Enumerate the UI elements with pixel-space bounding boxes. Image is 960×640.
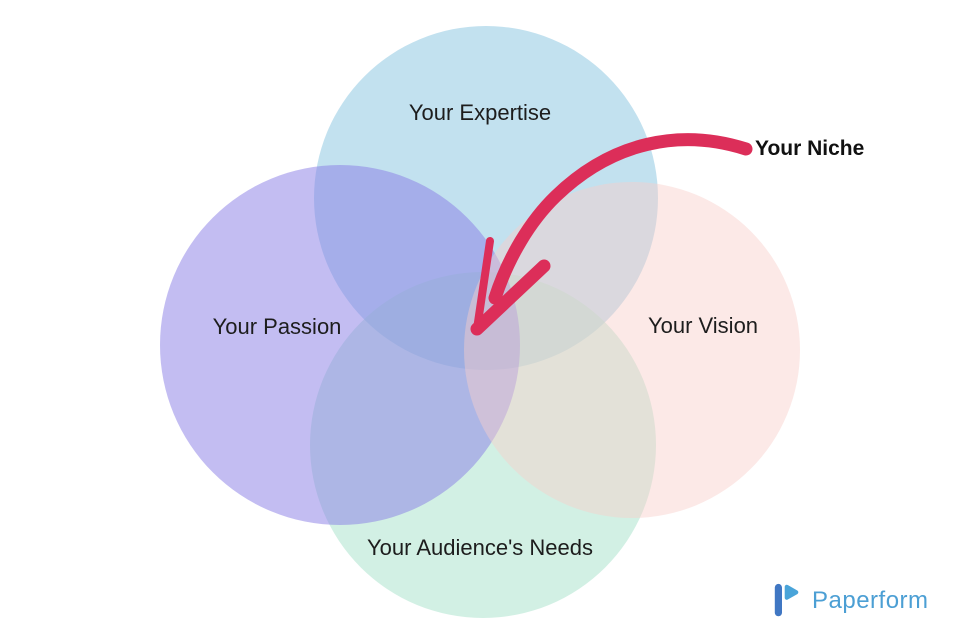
venn-circle-vision [464, 182, 800, 518]
paperform-logo-icon [774, 583, 799, 617]
label-passion: Your Passion [212, 313, 342, 339]
paperform-logo-text: Paperform [812, 587, 929, 614]
niche-label: Your Niche [755, 137, 865, 160]
label-audience-needs: Your Audience's Needs [367, 534, 593, 560]
label-expertise: Your Expertise [408, 99, 552, 125]
paperform-mark-bar [774, 583, 782, 617]
paperform-logo: Paperform [773, 581, 953, 625]
venn-circle-passion [160, 165, 520, 525]
paperform-mark-flag [784, 584, 799, 600]
label-vision: Your Vision [647, 312, 759, 338]
